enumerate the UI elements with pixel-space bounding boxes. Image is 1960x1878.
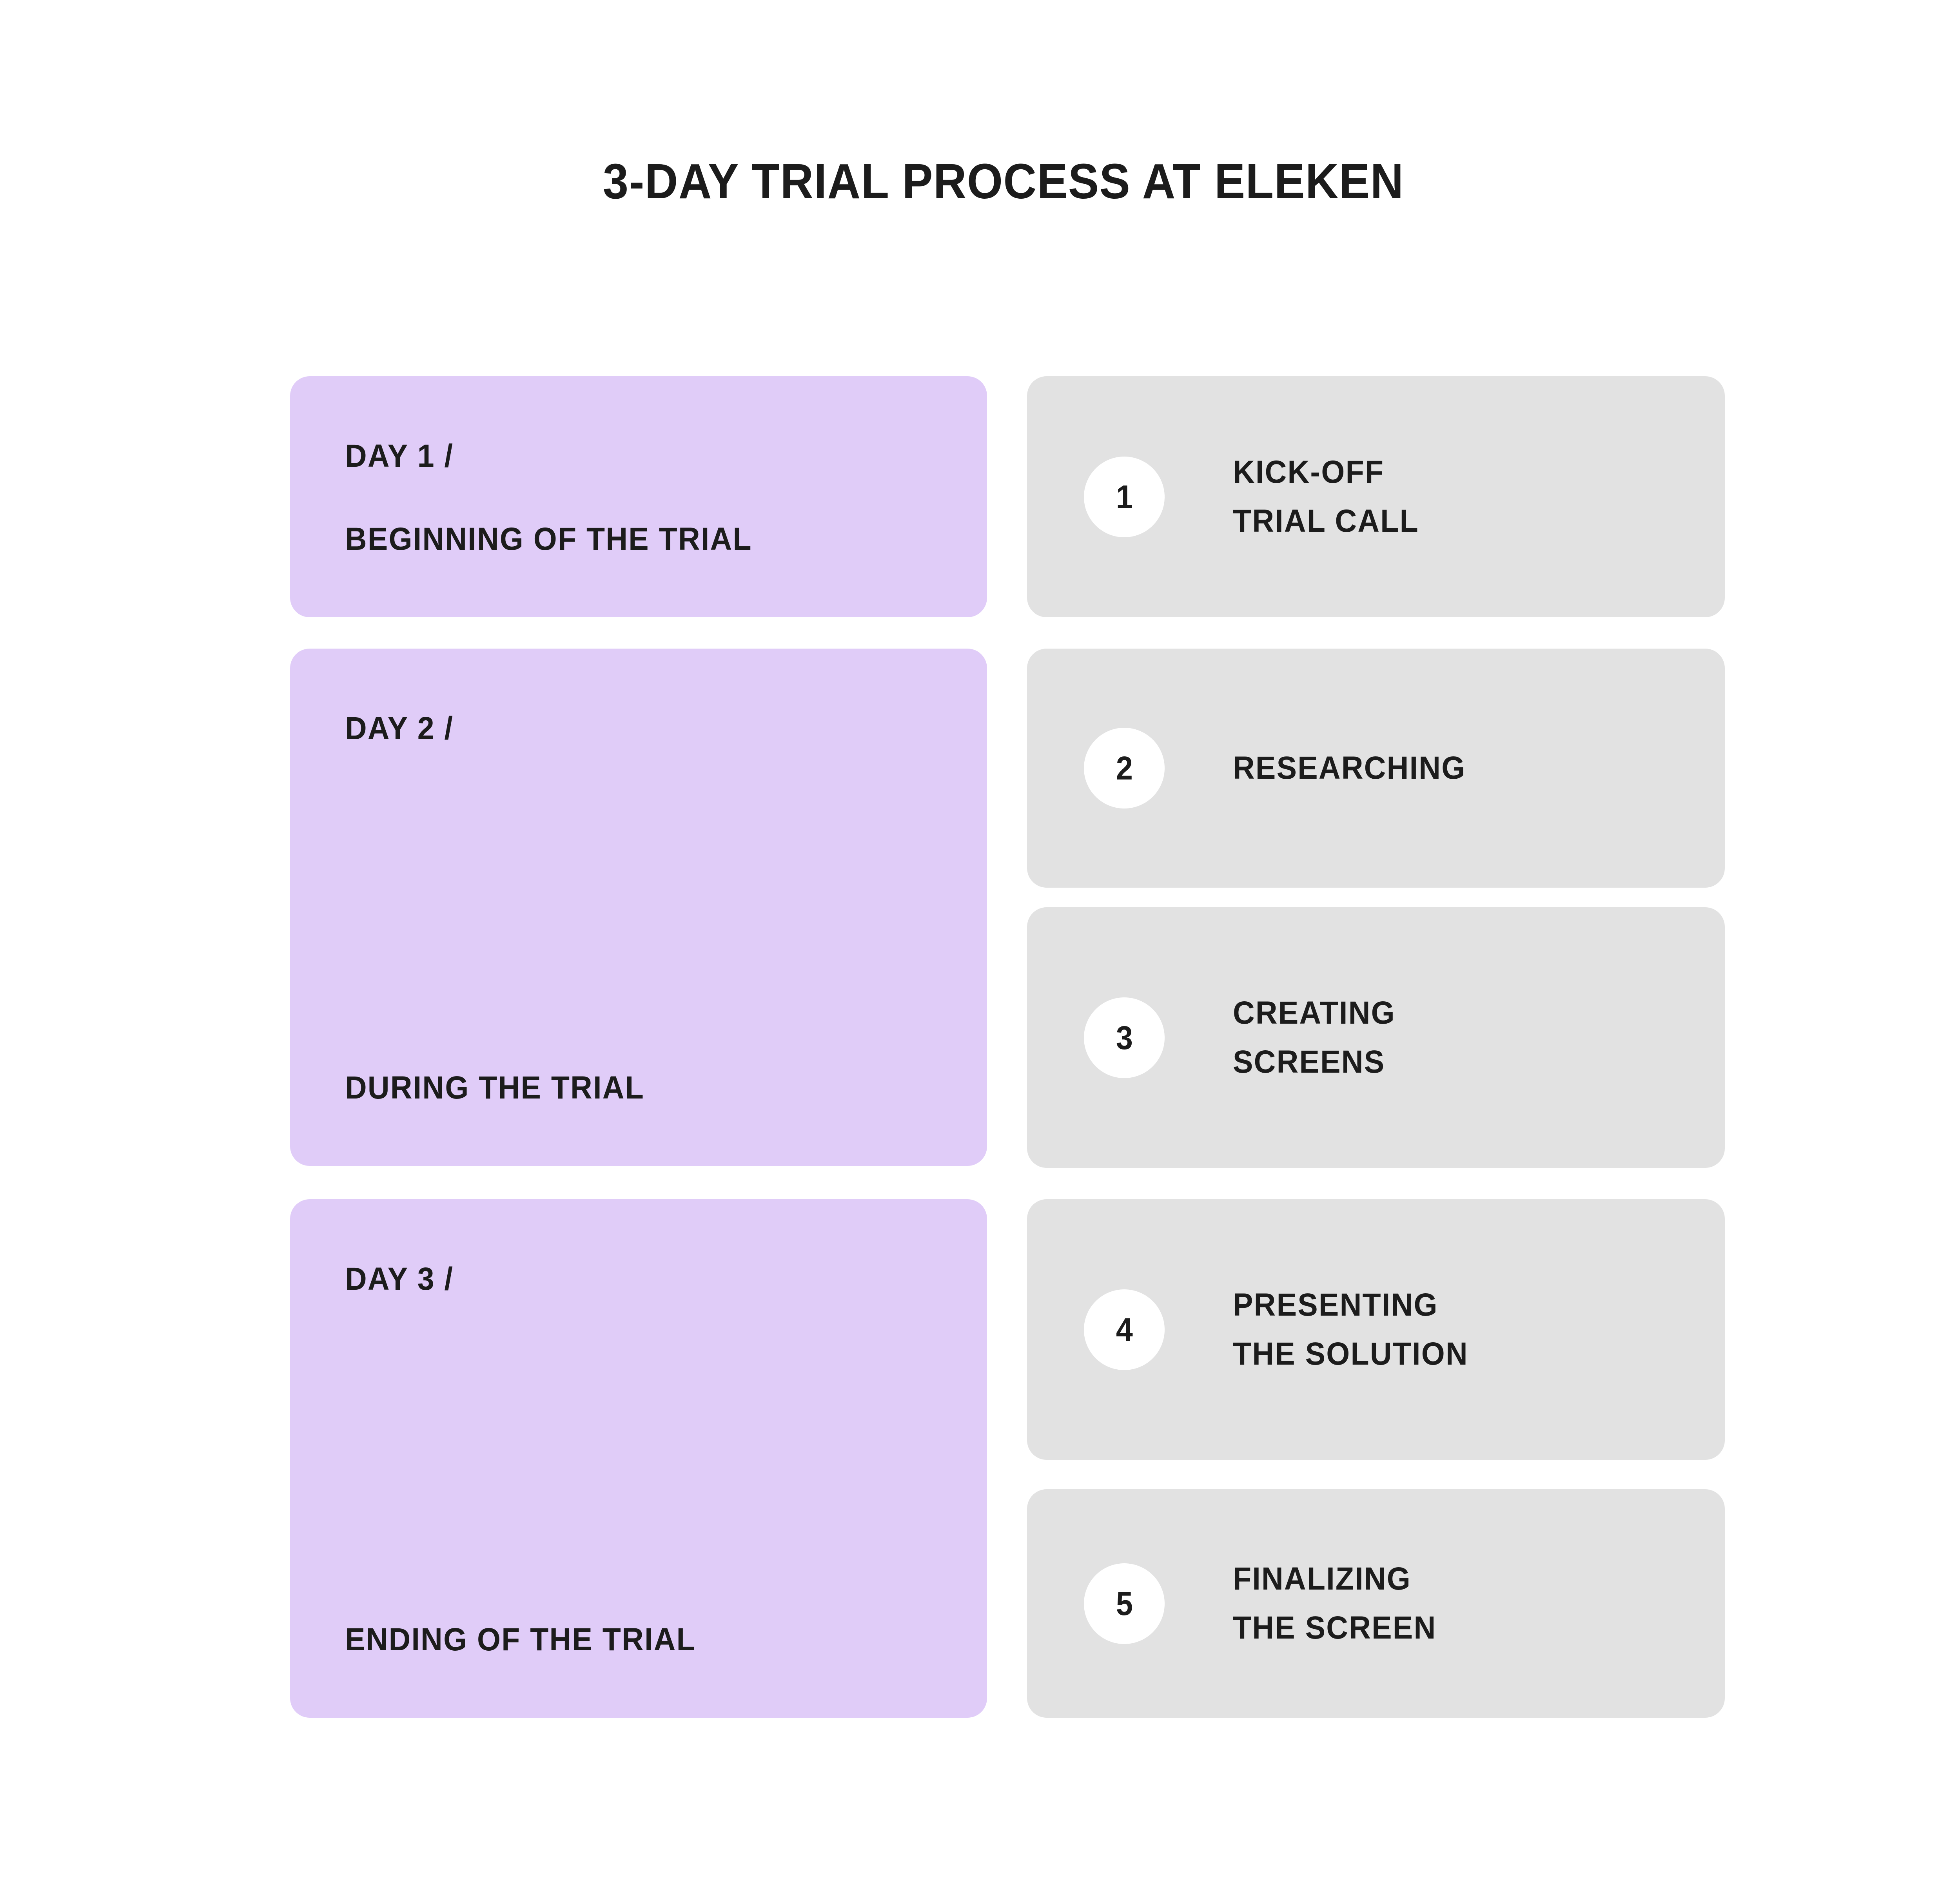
step-number-5: 5 <box>1116 1585 1133 1622</box>
day-card-1[interactable]: DAY 1 / BEGINNING OF THE TRIAL <box>290 376 987 617</box>
step-number-1: 1 <box>1116 478 1133 515</box>
step-number-badge-3: 3 <box>1084 997 1165 1078</box>
step-card-4-line2: THE SOLUTION <box>1233 1336 1468 1372</box>
day-card-2-phase: DURING THE TRIAL <box>345 1070 645 1106</box>
day-card-2[interactable]: DAY 2 / DURING THE TRIAL <box>290 649 987 1166</box>
step-number-badge-5: 5 <box>1084 1563 1165 1644</box>
step-card-2-content: 2 RESEARCHING <box>1027 649 1725 888</box>
day-card-3[interactable]: DAY 3 / ENDING OF THE TRIAL <box>290 1199 987 1718</box>
step-card-3-content: 3 CREATING SCREENS <box>1027 907 1725 1168</box>
step-card-2-line1: RESEARCHING <box>1233 750 1466 786</box>
step-number-3: 3 <box>1116 1019 1133 1056</box>
day-card-3-content: DAY 3 / ENDING OF THE TRIAL <box>345 1199 952 1718</box>
day-card-1-content: DAY 1 / BEGINNING OF THE TRIAL <box>345 376 952 617</box>
step-card-3[interactable]: 3 CREATING SCREENS <box>1027 907 1725 1168</box>
step-number-badge-4: 4 <box>1084 1289 1165 1370</box>
step-card-4-line1: PRESENTING <box>1233 1287 1438 1323</box>
step-number-badge-1: 1 <box>1084 456 1165 537</box>
step-card-4-content: 4 PRESENTING THE SOLUTION <box>1027 1199 1725 1460</box>
step-card-5-content: 5 FINALIZING THE SCREEN <box>1027 1489 1725 1718</box>
step-card-2[interactable]: 2 RESEARCHING <box>1027 649 1725 888</box>
step-card-1-content: 1 KICK-OFF TRIAL CALL <box>1027 376 1725 617</box>
step-card-3-line1: CREATING <box>1233 995 1396 1031</box>
step-card-4-text: PRESENTING THE SOLUTION <box>1233 1281 1697 1378</box>
day-card-2-content: DAY 2 / DURING THE TRIAL <box>345 649 952 1166</box>
day-card-3-phase: ENDING OF THE TRIAL <box>345 1621 696 1657</box>
step-card-1-line2: TRIAL CALL <box>1233 503 1419 539</box>
day-card-3-label: DAY 3 / <box>345 1261 454 1297</box>
step-card-5[interactable]: 5 FINALIZING THE SCREEN <box>1027 1489 1725 1718</box>
day-card-1-label: DAY 1 / <box>345 438 454 474</box>
step-card-1-text: KICK-OFF TRIAL CALL <box>1233 448 1697 546</box>
step-number-2: 2 <box>1116 750 1133 787</box>
day-card-2-label: DAY 2 / <box>345 711 454 746</box>
step-card-5-line1: FINALIZING <box>1233 1561 1412 1597</box>
step-card-5-text: FINALIZING THE SCREEN <box>1233 1555 1697 1652</box>
step-card-1[interactable]: 1 KICK-OFF TRIAL CALL <box>1027 376 1725 617</box>
step-card-5-line2: THE SCREEN <box>1233 1610 1437 1646</box>
step-card-3-text: CREATING SCREENS <box>1233 989 1697 1086</box>
process-board: DAY 1 / BEGINNING OF THE TRIAL 1 KICK-OF… <box>290 376 1725 1720</box>
step-card-2-text: RESEARCHING <box>1233 744 1697 793</box>
day-card-1-phase: BEGINNING OF THE TRIAL <box>345 521 752 557</box>
step-card-4[interactable]: 4 PRESENTING THE SOLUTION <box>1027 1199 1725 1460</box>
page-title-container: 3-DAY TRIAL PROCESS AT ELEKEN <box>0 154 1960 209</box>
page-title: 3-DAY TRIAL PROCESS AT ELEKEN <box>603 154 1404 209</box>
step-card-1-line1: KICK-OFF <box>1233 454 1385 490</box>
step-card-3-line2: SCREENS <box>1233 1044 1385 1080</box>
step-number-badge-2: 2 <box>1084 728 1165 808</box>
step-number-4: 4 <box>1116 1311 1133 1348</box>
